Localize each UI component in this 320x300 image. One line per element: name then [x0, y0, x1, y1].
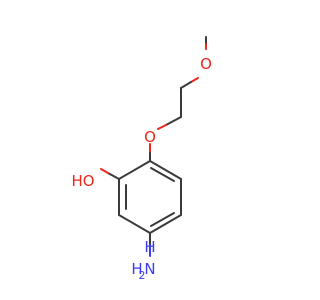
- ring-bond-4: [118, 214, 151, 234]
- structure-diagram: O O HO N H H 2: [71, 36, 212, 282]
- bond-ring-oh-black: [107, 172, 120, 180]
- amino-h-top-label: H: [144, 238, 155, 256]
- bond-ch2-o-black: [165, 116, 182, 126]
- amino-n-label: N: [144, 260, 155, 278]
- bond-layer: [100, 36, 207, 257]
- ring-double-1: [150, 167, 175, 182]
- methoxy-oxygen-label: O: [200, 55, 212, 73]
- bond-o-ch2-black: [180, 81, 192, 89]
- bond-o-ch2-red: [190, 77, 199, 83]
- molecule-canvas: O O HO N H H 2: [71, 36, 212, 282]
- ring-bond-3: [149, 214, 182, 234]
- amino-subscript-label: 2: [139, 269, 146, 282]
- ring-bond-6: [118, 160, 151, 180]
- ether-oxygen-label: O: [144, 128, 156, 146]
- bond-ch2-o-red: [157, 124, 167, 130]
- amino-h-left-label: H: [131, 260, 142, 278]
- hydroxyl-label: HO: [71, 172, 94, 190]
- ring-double-2: [150, 212, 175, 227]
- bond-ring-oh-red: [100, 168, 109, 174]
- ring-bond-1: [149, 160, 182, 180]
